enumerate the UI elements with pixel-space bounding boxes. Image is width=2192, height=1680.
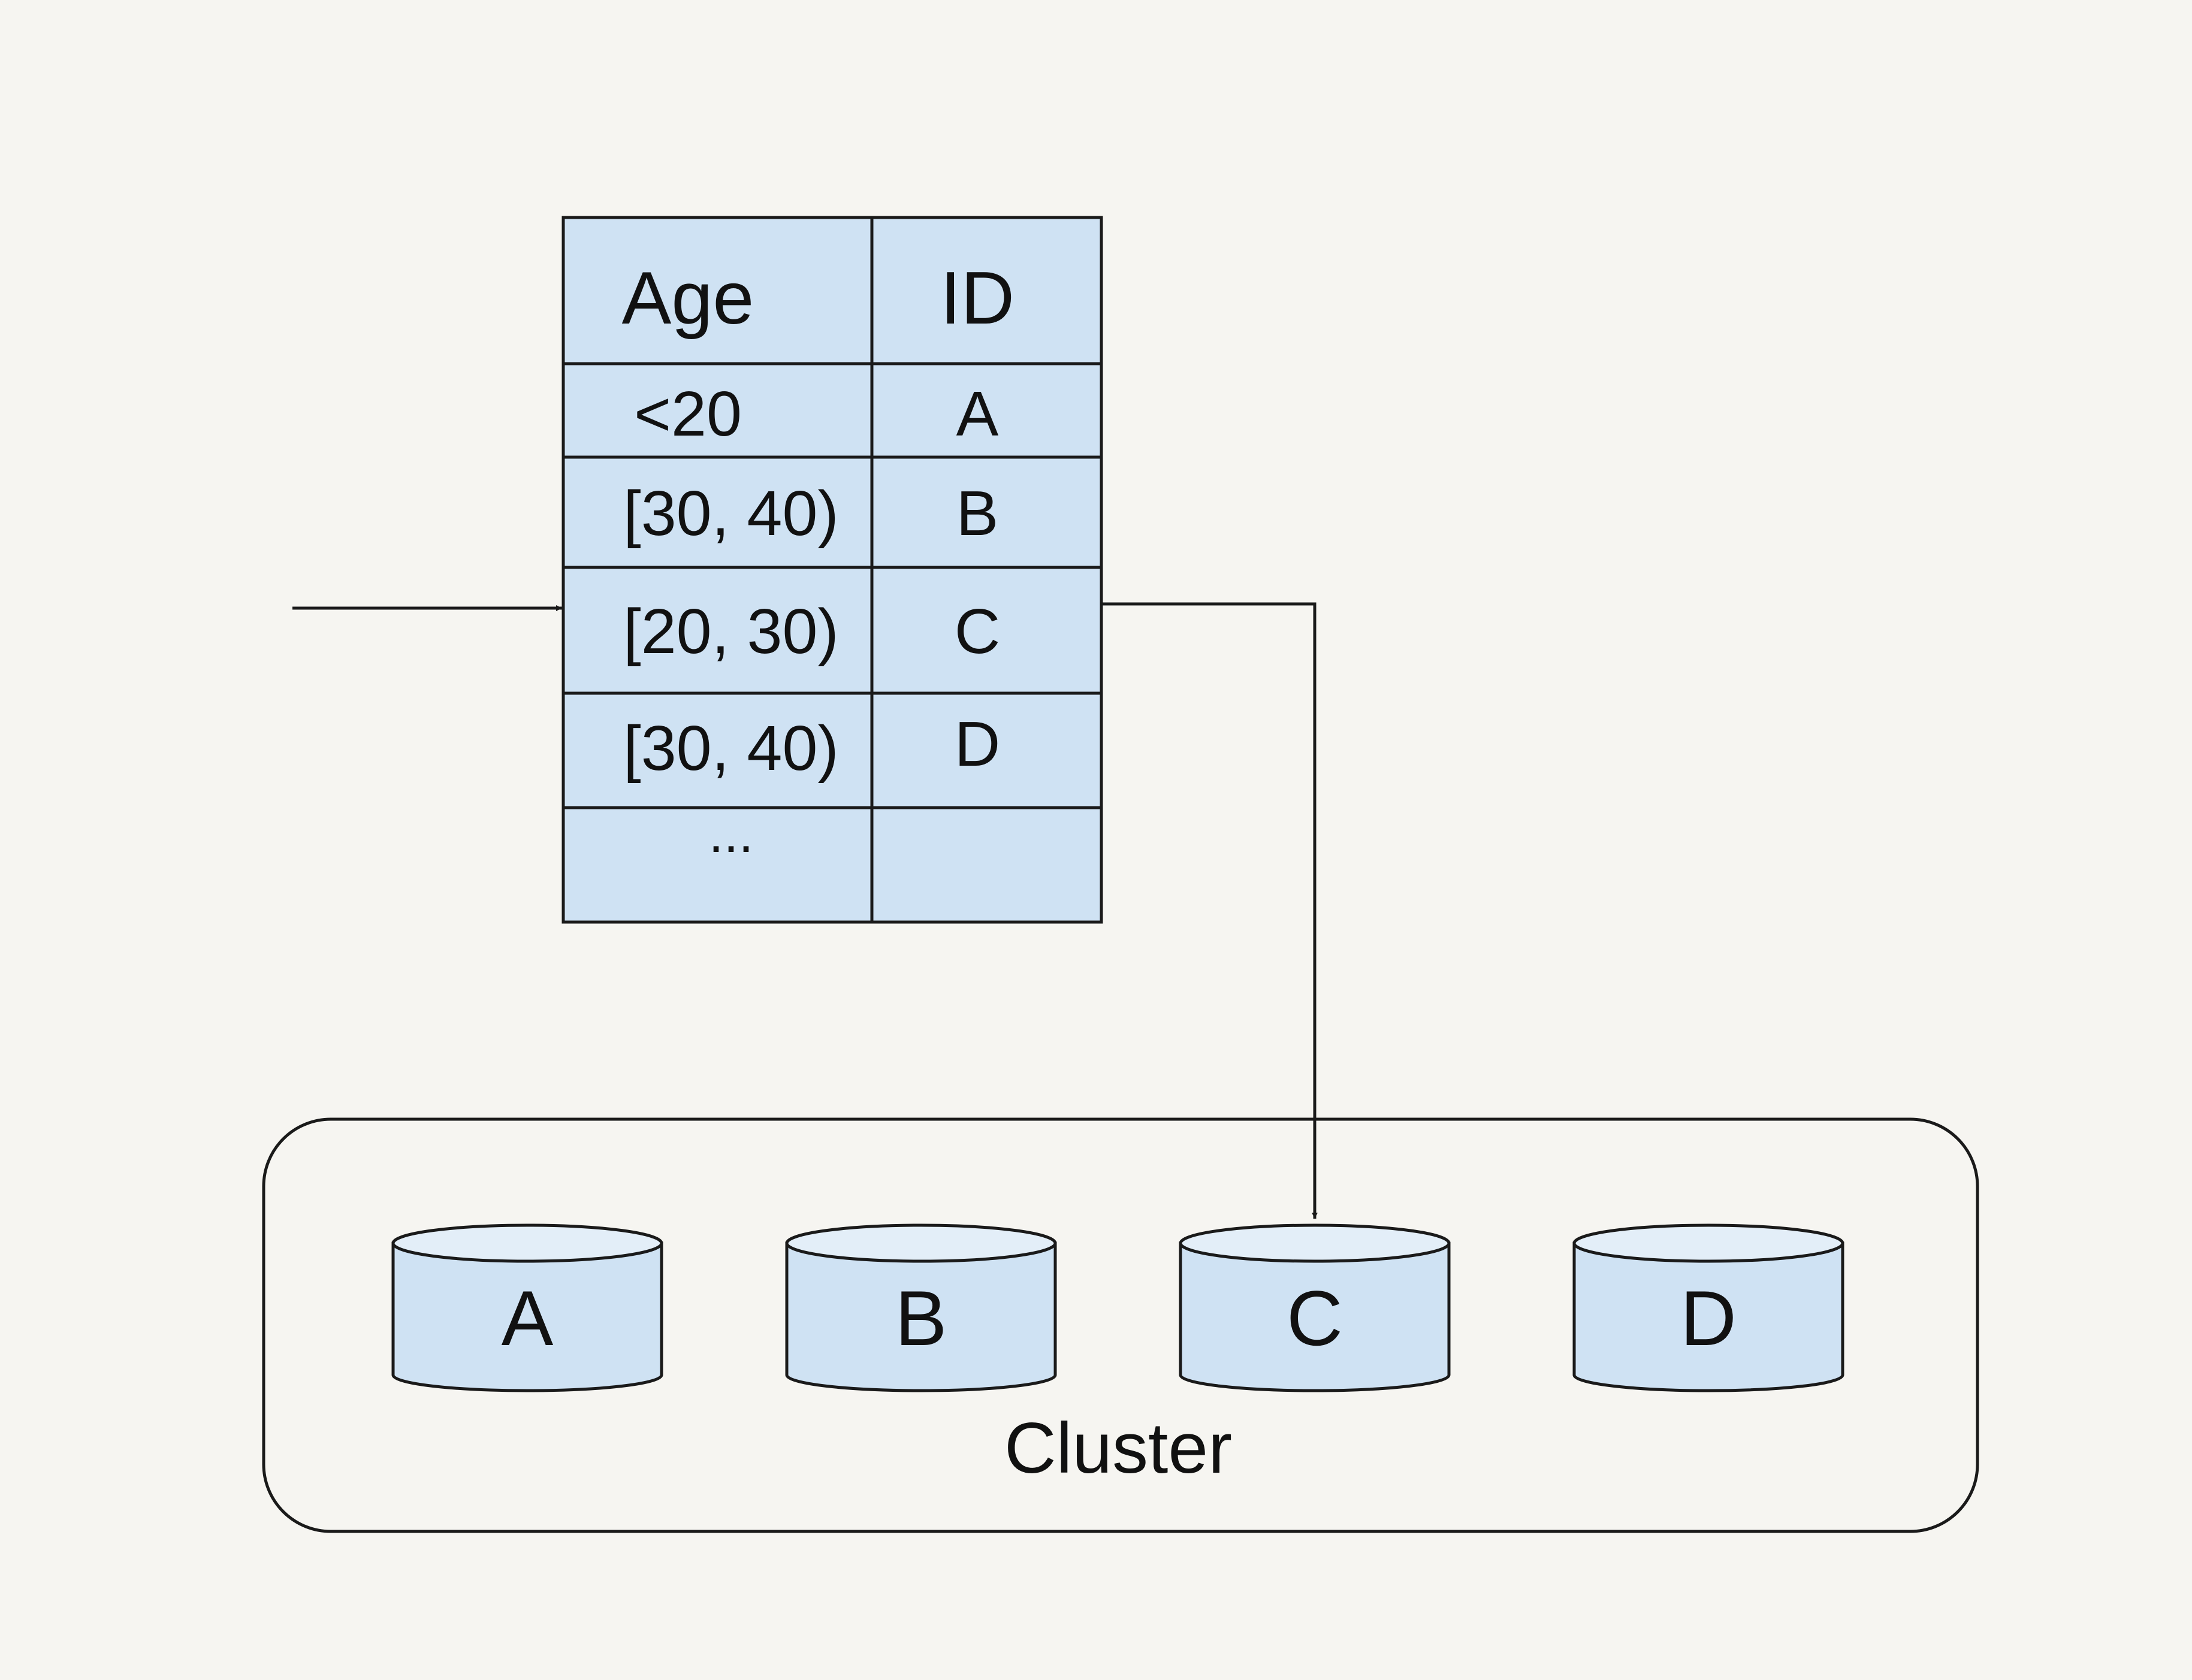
- table-frame: [561, 216, 1103, 924]
- table-cell-id: C: [955, 596, 1001, 667]
- storage-node-d: D: [1572, 1223, 1844, 1392]
- header-id: ID: [940, 257, 1015, 340]
- storage-node-c: C: [1179, 1223, 1451, 1392]
- storage-node-b: B: [785, 1223, 1057, 1392]
- database-icon: [1179, 1241, 1451, 1392]
- cluster: A B C D Cluster: [262, 1117, 1979, 1533]
- database-icon: [785, 1241, 1057, 1392]
- cylinder-top: [1572, 1223, 1844, 1263]
- cylinder-top: [391, 1223, 663, 1263]
- table-cell-age: [20, 30): [623, 596, 838, 667]
- table-cell-id: B: [956, 478, 999, 549]
- table-cell-id: A: [956, 379, 999, 449]
- header-age: Age: [622, 257, 754, 340]
- database-icon: [1572, 1241, 1844, 1392]
- table-cell-age: [30, 40): [623, 478, 838, 549]
- table-cell-age: [30, 40): [623, 713, 838, 784]
- cylinder-top: [785, 1223, 1057, 1263]
- node-label: C: [1287, 1274, 1343, 1362]
- lookup-table: Age ID <20 A [30, 40) B [20, 30) C [30, …: [561, 216, 1103, 924]
- node-label: B: [895, 1274, 947, 1362]
- storage-node-a: A: [391, 1223, 663, 1392]
- node-label: A: [502, 1274, 554, 1362]
- node-label: D: [1680, 1274, 1737, 1362]
- ellipsis-cell: ...: [708, 804, 753, 864]
- cluster-frame: [262, 1117, 1979, 1533]
- cluster-label: Cluster: [1004, 1408, 1232, 1488]
- cylinder-top: [1179, 1223, 1451, 1263]
- database-icon: [391, 1241, 663, 1392]
- table-cell-id: D: [955, 709, 1001, 779]
- route-arrow: [1103, 602, 1318, 1219]
- table-cell-age: <20: [634, 379, 742, 449]
